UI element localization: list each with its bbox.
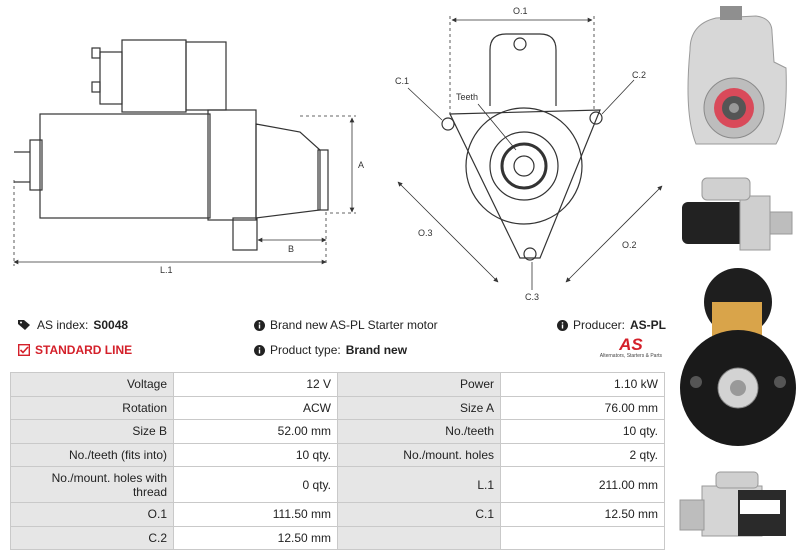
product-description: Brand new AS-PL Starter motor bbox=[254, 318, 438, 332]
description-text: Brand new AS-PL Starter motor bbox=[270, 318, 438, 332]
product-photo-front bbox=[687, 6, 787, 145]
spec-key: Size B bbox=[10, 419, 174, 444]
spec-value: 111.50 mm bbox=[173, 502, 338, 527]
product-info: AS index: S0048 Brand new AS-PL Starter … bbox=[14, 314, 672, 364]
info-icon bbox=[254, 319, 265, 331]
side-view-dimensions bbox=[13, 115, 356, 266]
as-index-label: AS index: bbox=[37, 318, 89, 332]
as-index: AS index: S0048 bbox=[18, 318, 128, 332]
spec-value: 12.50 mm bbox=[173, 525, 338, 550]
product-photo-side bbox=[682, 177, 793, 251]
tag-icon bbox=[18, 320, 30, 330]
spec-value: 0 qty. bbox=[173, 466, 338, 503]
producer: Producer: AS-PL bbox=[556, 318, 666, 332]
as-index-value: S0048 bbox=[93, 318, 129, 332]
front-view-drawing bbox=[441, 33, 603, 261]
dim-label-c2: C.2 bbox=[632, 70, 646, 80]
spec-value bbox=[500, 525, 665, 550]
standard-line: STANDARD LINE bbox=[18, 343, 132, 357]
spec-value: 1.10 kW bbox=[500, 372, 665, 397]
technical-drawings: A B L.1 O.1 C.1 C.2 Teeth O.3 O.2 C.3 bbox=[13, 6, 663, 302]
spec-value: ACW bbox=[173, 395, 338, 420]
spec-value: 12 V bbox=[173, 372, 338, 397]
side-view-drawing bbox=[14, 39, 329, 251]
dim-label-teeth: Teeth bbox=[456, 92, 478, 102]
spec-key: L.1 bbox=[337, 466, 501, 503]
spec-value: 10 qty. bbox=[500, 419, 665, 444]
product-type-label: Product type: bbox=[270, 343, 341, 357]
info-icon bbox=[254, 344, 265, 356]
spec-key: No./mount. holes with thread bbox=[10, 466, 174, 503]
spec-key: No./teeth bbox=[337, 419, 501, 444]
spec-value: 76.00 mm bbox=[500, 395, 665, 420]
spec-key: Rotation bbox=[10, 395, 174, 420]
dim-label-c3: C.3 bbox=[525, 292, 539, 302]
spec-key: O.1 bbox=[10, 502, 174, 527]
product-photo-label bbox=[679, 471, 786, 537]
dim-label-o1: O.1 bbox=[513, 6, 528, 16]
spec-row: No./teeth (fits into)10 qty.No./mount. h… bbox=[10, 442, 665, 467]
dim-label-c1: C.1 bbox=[395, 76, 409, 86]
checkbox-icon bbox=[18, 344, 30, 356]
spec-key: No./mount. holes bbox=[337, 442, 501, 467]
product-photo-rear bbox=[680, 268, 796, 446]
spec-value: 211.00 mm bbox=[500, 466, 665, 503]
product-type-value: Brand new bbox=[345, 343, 408, 357]
producer-label: Producer: bbox=[572, 318, 625, 332]
info-icon bbox=[556, 319, 568, 331]
spec-key: Power bbox=[337, 372, 501, 397]
dim-label-a: A bbox=[358, 160, 364, 170]
spec-value: 12.50 mm bbox=[500, 502, 665, 527]
spec-key bbox=[337, 525, 501, 550]
front-view-dimensions bbox=[397, 16, 663, 290]
dim-label-l1: L.1 bbox=[160, 265, 173, 275]
spec-key: Voltage bbox=[10, 372, 174, 397]
spec-key: No./teeth (fits into) bbox=[10, 442, 174, 467]
logo-mark: AS bbox=[619, 335, 643, 354]
dim-label-o2: O.2 bbox=[622, 240, 637, 250]
dim-label-o3: O.3 bbox=[418, 228, 433, 238]
spec-value: 52.00 mm bbox=[173, 419, 338, 444]
spec-key: C.1 bbox=[337, 502, 501, 527]
spec-value: 2 qty. bbox=[500, 442, 665, 467]
standard-line-text: STANDARD LINE bbox=[35, 343, 133, 357]
product-type: Product type: Brand new bbox=[254, 343, 407, 357]
spec-key: C.2 bbox=[10, 525, 174, 550]
logo-subtext: Alternators, Starters & Parts bbox=[599, 353, 662, 359]
producer-value: AS-PL bbox=[630, 318, 666, 332]
spec-key: Size A bbox=[337, 395, 501, 420]
as-pl-logo: AS Alternators, Starters & Parts bbox=[600, 336, 662, 359]
dim-label-b: B bbox=[288, 244, 294, 254]
spec-value: 10 qty. bbox=[173, 442, 338, 467]
